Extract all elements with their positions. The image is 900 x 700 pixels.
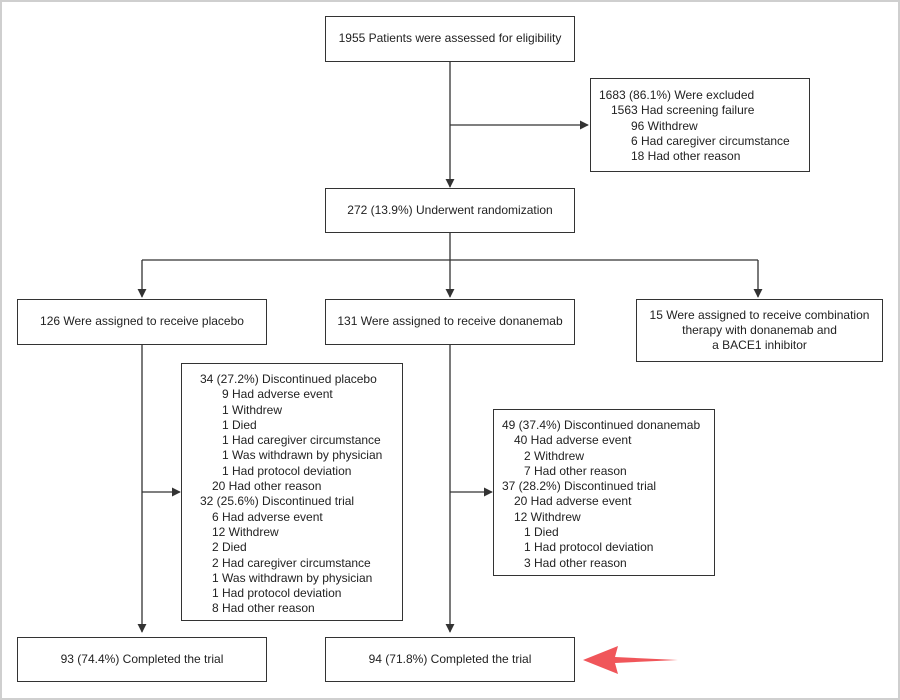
- combo-arm-line: a BACE1 inhibitor: [712, 338, 807, 353]
- placebo-drug-reason: 1 Died: [222, 417, 257, 432]
- donanemab-completed-text: 94 (71.8%) Completed the trial: [368, 651, 532, 666]
- donanemab-discontinued-trial-header: 37 (28.2%) Discontinued trial: [502, 479, 657, 494]
- placebo-trial-reason: 2 Died: [212, 540, 247, 555]
- placebo-drug-reason: 1 Withdrew: [222, 402, 283, 417]
- placebo-discontinued-drug-header: 34 (27.2%) Discontinued placebo: [200, 372, 377, 386]
- excluded-reason: 1563 Had screening failure: [611, 103, 755, 118]
- placebo-drug-reason: 9 Had adverse event: [222, 387, 333, 402]
- placebo-discontinued-trial-header: 32 (25.6%) Discontinued trial: [200, 494, 355, 509]
- donanemab-trial-reason: 1 Had protocol deviation: [524, 540, 654, 555]
- placebo-drug-reason: 1 Was withdrawn by physician: [222, 448, 383, 463]
- assessed-text: 1955 Patients were assessed for eligibil…: [338, 31, 562, 46]
- donanemab-arm-text: 131 Were assigned to receive donanemab: [337, 314, 563, 329]
- excluded-box: 1683 (86.1%) Were excluded 1563 Had scre…: [590, 78, 810, 172]
- placebo-drug-reason: 1 Had protocol deviation: [222, 463, 352, 478]
- donanemab-completed-box: 94 (71.8%) Completed the trial: [325, 637, 575, 682]
- donanemab-drug-reason: 7 Had other reason: [524, 463, 627, 478]
- placebo-completed-text: 93 (74.4%) Completed the trial: [60, 651, 224, 666]
- excluded-reason: 18 Had other reason: [631, 149, 741, 164]
- placebo-trial-reason: 2 Had caregiver circumstance: [212, 555, 371, 570]
- placebo-trial-reason: 1 Had protocol deviation: [212, 586, 342, 601]
- donanemab-discontinued-drug-header: 49 (37.4%) Discontinued donanemab: [502, 418, 701, 432]
- donanemab-trial-reason: 20 Had adverse event: [514, 494, 632, 509]
- randomized-text: 272 (13.9%) Underwent randomization: [347, 202, 553, 217]
- combo-arm-line: 15 Were assigned to receive combination: [649, 307, 870, 322]
- placebo-trial-reason: 1 Was withdrawn by physician: [212, 570, 373, 585]
- placebo-trial-reason: 6 Had adverse event: [212, 509, 323, 524]
- donanemab-arm-box: 131 Were assigned to receive donanemab: [325, 299, 575, 345]
- placebo-arm-box: 126 Were assigned to receive placebo: [17, 299, 267, 345]
- combo-arm-box: 15 Were assigned to receive combination …: [636, 299, 883, 362]
- excluded-reason: 6 Had caregiver circumstance: [631, 133, 790, 148]
- donanemab-discontinued-box: 49 (37.4%) Discontinued donanemab 40 Had…: [493, 409, 715, 576]
- donanemab-drug-reason: 40 Had adverse event: [514, 433, 632, 448]
- placebo-completed-box: 93 (74.4%) Completed the trial: [17, 637, 267, 682]
- excluded-header: 1683 (86.1%) Were excluded: [599, 88, 755, 102]
- placebo-trial-reason: 8 Had other reason: [212, 601, 315, 616]
- randomized-box: 272 (13.9%) Underwent randomization: [325, 188, 575, 233]
- assessed-box: 1955 Patients were assessed for eligibil…: [325, 16, 575, 62]
- combo-arm-line: therapy with donanemab and: [682, 322, 837, 337]
- donanemab-drug-reason: 2 Withdrew: [524, 448, 585, 463]
- placebo-arm-text: 126 Were assigned to receive placebo: [40, 314, 244, 329]
- highlight-arrow-icon: [583, 646, 678, 674]
- placebo-discontinued-box: 34 (27.2%) Discontinued placebo 9 Had ad…: [181, 363, 403, 621]
- donanemab-trial-reason: 3 Had other reason: [524, 555, 627, 570]
- placebo-trial-reason: 12 Withdrew: [212, 524, 279, 539]
- placebo-drug-reason: 1 Had caregiver circumstance: [222, 433, 381, 448]
- donanemab-trial-reason: 1 Died: [524, 525, 559, 540]
- placebo-drug-other-reason: 20 Had other reason: [212, 479, 322, 494]
- excluded-reason: 96 Withdrew: [631, 118, 698, 133]
- donanemab-trial-reason: 12 Withdrew: [514, 509, 581, 524]
